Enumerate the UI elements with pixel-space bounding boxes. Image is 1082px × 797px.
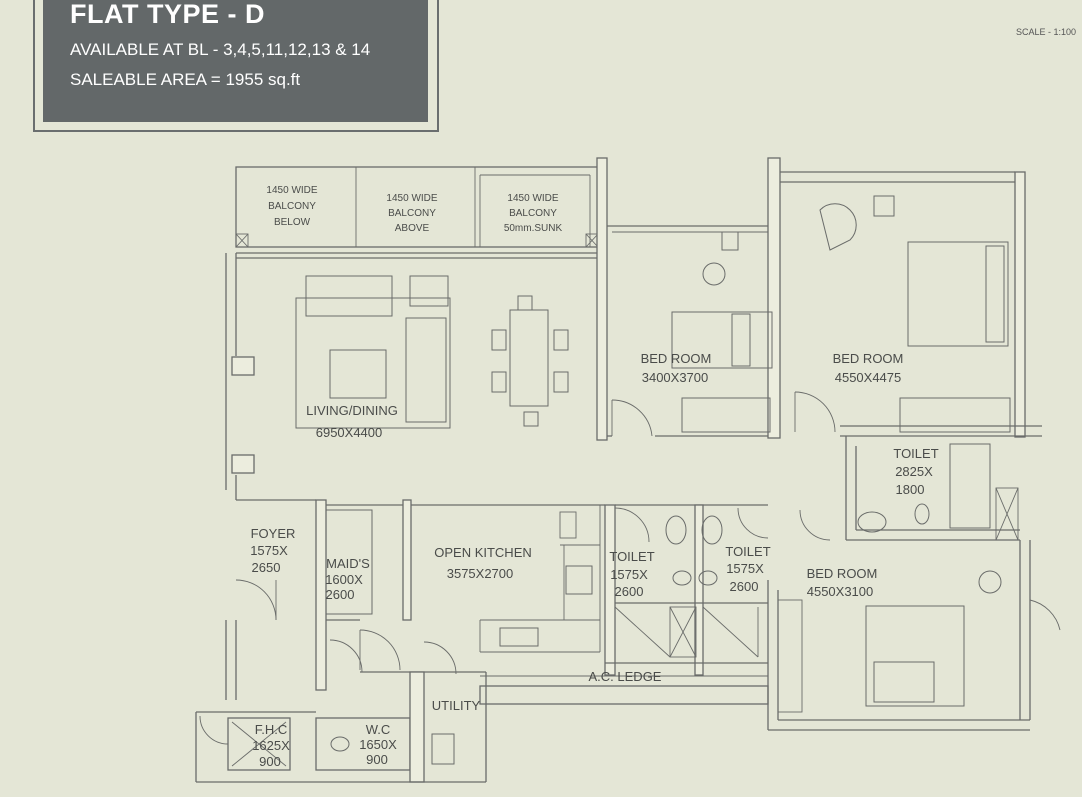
- balcony-below-line-3: BELOW: [274, 217, 311, 228]
- toilet-a-size-2: 2600: [615, 584, 644, 599]
- toilet-b-name: TOILET: [725, 544, 770, 559]
- toilet-a-size-1: 1575X: [610, 567, 648, 582]
- open-kitchen-name: OPEN KITCHEN: [434, 545, 532, 560]
- bed-room-1-size: 3400X3700: [642, 370, 709, 385]
- ac-ledge-label: A.C. LEDGE: [589, 669, 662, 684]
- utility-label: UTILITY: [432, 698, 481, 713]
- balcony-sunk-line-2: BALCONY: [509, 208, 557, 219]
- balcony-above-line-2: BALCONY: [388, 208, 436, 219]
- fhc-name: F.H.C: [255, 722, 288, 737]
- maids-room-name: MAID'S: [326, 556, 370, 571]
- scale-label: SCALE - 1:100: [1016, 27, 1077, 37]
- balcony-below-line-2: BALCONY: [268, 201, 316, 212]
- doors: [199, 391, 1061, 745]
- fhc-size-1: 1625X: [252, 738, 290, 753]
- bed-room-1-name: BED ROOM: [641, 351, 712, 366]
- wc-size-1: 1650X: [359, 737, 397, 752]
- fhc-size-2: 900: [259, 754, 281, 769]
- wc-size-2: 900: [366, 752, 388, 767]
- balcony-labels: 1450 WIDE BALCONY BELOW 1450 WIDE BALCON…: [266, 185, 562, 234]
- toilet-a-name: TOILET: [609, 549, 654, 564]
- balcony-below-line-1: 1450 WIDE: [266, 185, 317, 196]
- walls: [195, 157, 1042, 783]
- open-kitchen-size: 3575X2700: [447, 566, 514, 581]
- toilet-b-size-2: 2600: [730, 579, 759, 594]
- header-panel: [43, 0, 428, 122]
- foyer-size-2: 2650: [252, 560, 281, 575]
- balcony-above-line-3: ABOVE: [395, 223, 430, 234]
- balcony-sunk-line-3: 50mm.SUNK: [504, 223, 563, 234]
- header-frame: [33, 0, 439, 132]
- maids-room-size-2: 2600: [326, 587, 355, 602]
- saleable-area-text: SALEABLE AREA = 1955 sq.ft: [70, 70, 301, 89]
- wc-name: W.C: [366, 722, 391, 737]
- furniture: [295, 195, 1011, 765]
- living-dining-name: LIVING/DINING: [306, 403, 398, 418]
- maids-room-size-1: 1600X: [325, 572, 363, 587]
- master-toilet-size-1: 2825X: [895, 464, 933, 479]
- bed-room-2-size: 4550X4475: [835, 370, 902, 385]
- bed-room-2-name: BED ROOM: [833, 351, 904, 366]
- foyer-name: FOYER: [251, 526, 296, 541]
- flat-type-title: FLAT TYPE - D: [70, 0, 265, 29]
- bed-room-3-name: BED ROOM: [807, 566, 878, 581]
- bed-room-3-size: 4550X3100: [807, 584, 874, 599]
- living-dining-size: 6950X4400: [316, 425, 383, 440]
- foyer-size-1: 1575X: [250, 543, 288, 558]
- balcony-sunk-line-1: 1450 WIDE: [507, 193, 558, 204]
- toilet-b-size-1: 1575X: [726, 561, 764, 576]
- room-labels: LIVING/DINING 6950X4400 BED ROOM 3400X37…: [250, 351, 938, 769]
- master-toilet-size-2: 1800: [896, 482, 925, 497]
- master-toilet-name: TOILET: [893, 446, 938, 461]
- availability-text: AVAILABLE AT BL - 3,4,5,11,12,13 & 14: [70, 40, 371, 59]
- balcony-above-line-1: 1450 WIDE: [386, 193, 437, 204]
